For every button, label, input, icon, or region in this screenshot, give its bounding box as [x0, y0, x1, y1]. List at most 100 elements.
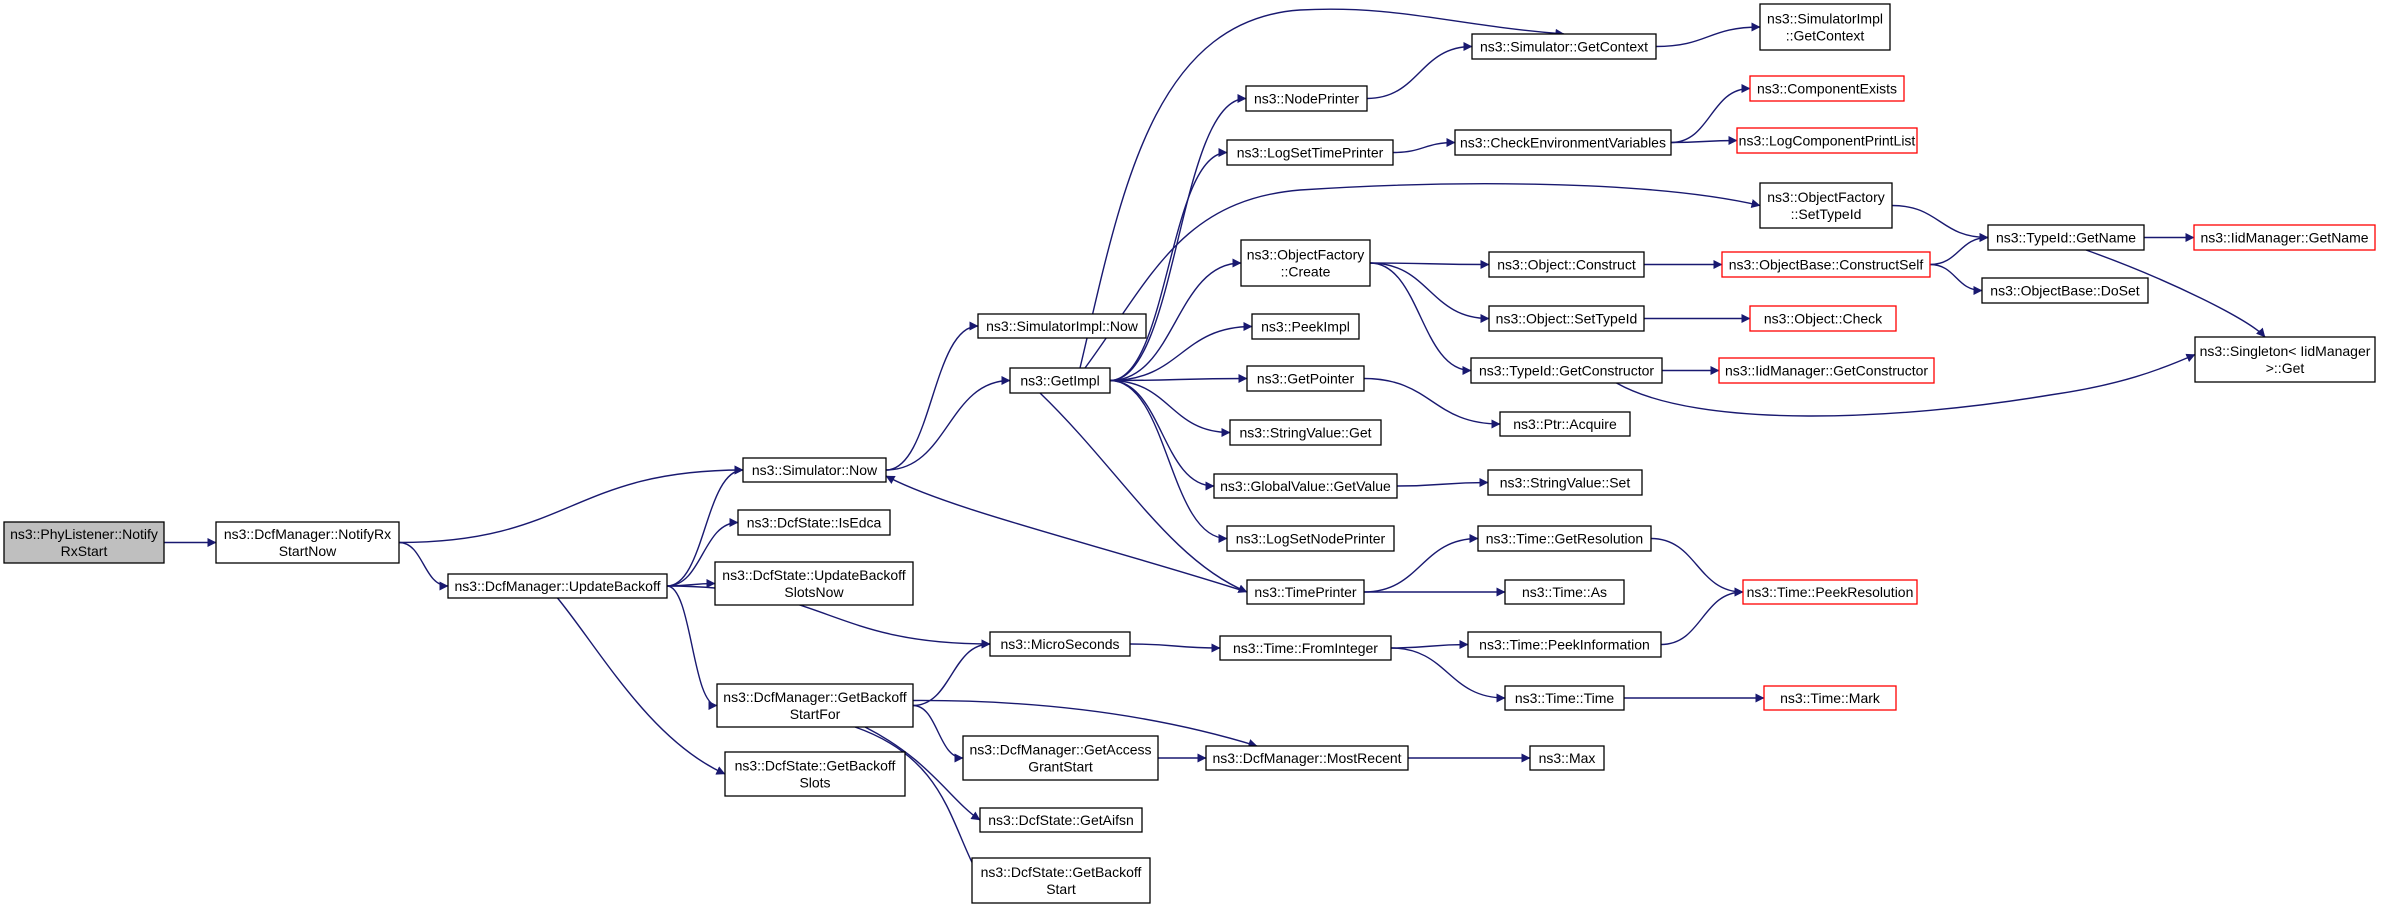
graph-node[interactable]: ns3::TypeId::GetName — [1987, 224, 2145, 251]
node-label: ns3::Time::Mark — [1780, 690, 1881, 706]
graph-node[interactable]: ns3::LogComponentPrintList — [1736, 127, 1918, 154]
node-box — [1471, 33, 1657, 60]
graph-node[interactable]: ns3::PeekImpl — [1251, 313, 1360, 340]
graph-node[interactable]: ns3::GetPointer — [1246, 365, 1365, 392]
graph-node[interactable]: ns3::ObjectBase::DoSet — [1981, 277, 2149, 304]
graph-node[interactable]: ns3::TimePrinter — [1246, 579, 1365, 605]
edge-line — [912, 699, 1258, 748]
graph-node[interactable]: ns3::Object::SetTypeId — [1488, 305, 1645, 332]
node-label: ns3::GlobalValue::GetValue — [1220, 478, 1391, 494]
graph-edge — [1109, 374, 1248, 384]
node-box — [1205, 745, 1409, 771]
graph-edge — [1655, 22, 1761, 48]
graph-node[interactable]: ns3::LogSetNodePrinter — [1226, 525, 1395, 552]
graph-node[interactable]: ns3::DcfManager::UpdateBackoff — [447, 573, 668, 599]
graph-node[interactable]: ns3::Time::Mark — [1763, 685, 1897, 711]
graph-node[interactable]: ns3::DcfState::GetAifsn — [979, 807, 1143, 833]
edge-line — [1929, 263, 1983, 295]
edge-line — [1369, 262, 1472, 375]
edge-line — [1670, 136, 1738, 146]
graph-edge — [1109, 379, 1228, 543]
graph-node[interactable]: ns3::Simulator::Now — [742, 457, 887, 483]
graph-node[interactable]: ns3::IidManager::GetName — [2193, 224, 2376, 251]
edge-line — [885, 475, 1248, 593]
graph-node[interactable]: ns3::DcfManager::MostRecent — [1205, 745, 1409, 771]
node-box — [2194, 336, 2376, 383]
graph-edge — [1039, 392, 1248, 593]
graph-edge — [1109, 148, 1228, 382]
graph-edge — [1366, 42, 1473, 100]
node-box — [1477, 525, 1652, 552]
node-box — [1721, 251, 1931, 278]
node-box — [1246, 365, 1365, 392]
edge-line — [1390, 647, 1506, 703]
graph-node[interactable]: ns3::SimulatorImpl::Now — [977, 313, 1147, 339]
node-label: ns3::IidManager::GetName — [2200, 230, 2368, 246]
graph-node[interactable]: ns3::IidManager::GetConstructor — [1718, 357, 1935, 384]
graph-edge — [1660, 587, 1744, 646]
graph-node[interactable]: ns3::ObjectFactory::SetTypeId — [1759, 182, 1893, 229]
graph-node[interactable]: ns3::StringValue::Get — [1229, 419, 1382, 446]
graph-node[interactable]: ns3::Time::PeekInformation — [1467, 631, 1662, 658]
graph-node[interactable]: ns3::LogSetTimePrinter — [1226, 139, 1394, 166]
edge-line — [1390, 640, 1469, 650]
graph-node[interactable]: ns3::Singleton< IidManager>::Get — [2194, 336, 2376, 383]
edge-line — [912, 639, 991, 707]
graph-edge — [1363, 377, 1501, 429]
graph-node[interactable]: ns3::Object::Check — [1749, 305, 1897, 332]
node-label: ns3::ComponentExists — [1757, 81, 1897, 97]
graph-node[interactable]: ns3::Time::Time — [1504, 685, 1625, 711]
graph-node[interactable]: ns3::Time::As — [1504, 579, 1625, 605]
node-box — [1226, 139, 1394, 166]
node-box — [1488, 251, 1645, 278]
graph-node[interactable]: ns3::StringValue::Set — [1487, 469, 1643, 496]
edge-line — [854, 726, 983, 881]
graph-node[interactable]: ns3::ObjectFactory::Create — [1240, 239, 1371, 287]
graph-node[interactable]: ns3::Max — [1529, 745, 1605, 771]
edge-line — [1660, 587, 1744, 646]
graph-node[interactable]: ns3::Time::PeekResolution — [1742, 579, 1918, 605]
graph-edge — [1616, 353, 2196, 417]
graph-edge — [1650, 537, 1744, 597]
graph-node[interactable]: ns3::ObjectBase::ConstructSelf — [1721, 251, 1931, 278]
graph-node[interactable]: ns3::ComponentExists — [1749, 75, 1905, 102]
node-label: SlotsNow — [784, 584, 844, 600]
graph-node[interactable]: ns3::DcfState::IsEdca — [737, 509, 891, 536]
graph-node[interactable]: ns3::SimulatorImpl::GetContext — [1759, 3, 1891, 51]
node-label: ns3::ObjectFactory — [1247, 247, 1365, 263]
graph-node[interactable]: ns3::GlobalValue::GetValue — [1213, 473, 1398, 499]
node-label: ns3::DcfManager::UpdateBackoff — [455, 578, 661, 594]
graph-node[interactable]: ns3::CheckEnvironmentVariables — [1454, 129, 1672, 156]
edge-line — [864, 726, 981, 821]
node-label: ns3::Simulator::GetContext — [1480, 39, 1648, 55]
node-label: RxStart — [61, 543, 108, 559]
edge-line — [1109, 379, 1231, 437]
node-box — [1759, 182, 1893, 229]
graph-node[interactable]: ns3::Ptr::Acquire — [1499, 411, 1631, 437]
edge-line — [1392, 138, 1456, 154]
graph-edge — [1079, 8, 1565, 369]
graph-node[interactable]: ns3::TypeId::GetConstructor — [1470, 357, 1663, 384]
node-label: ns3::TimePrinter — [1254, 584, 1357, 600]
graph-node[interactable]: ns3::MicroSeconds — [989, 631, 1131, 657]
node-label: ns3::Object::Construct — [1497, 257, 1636, 273]
graph-node[interactable]: ns3::Time::FromInteger — [1219, 635, 1392, 661]
graph-node[interactable]: ns3::NodePrinter — [1245, 85, 1368, 112]
node-label: ns3::Object::Check — [1764, 311, 1883, 327]
node-label: ::SetTypeId — [1791, 206, 1862, 222]
graph-edge — [1369, 262, 1472, 375]
node-label: ns3::DcfState::IsEdca — [747, 515, 882, 531]
graph-node[interactable]: ns3::Time::GetResolution — [1477, 525, 1652, 552]
graph-node[interactable]: ns3::Object::Construct — [1488, 251, 1645, 278]
graph-node[interactable]: ns3::Simulator::GetContext — [1471, 33, 1657, 60]
node-label: StartNow — [279, 543, 337, 559]
node-box — [215, 521, 400, 564]
graph-node[interactable]: ns3::GetImpl — [1009, 367, 1111, 394]
